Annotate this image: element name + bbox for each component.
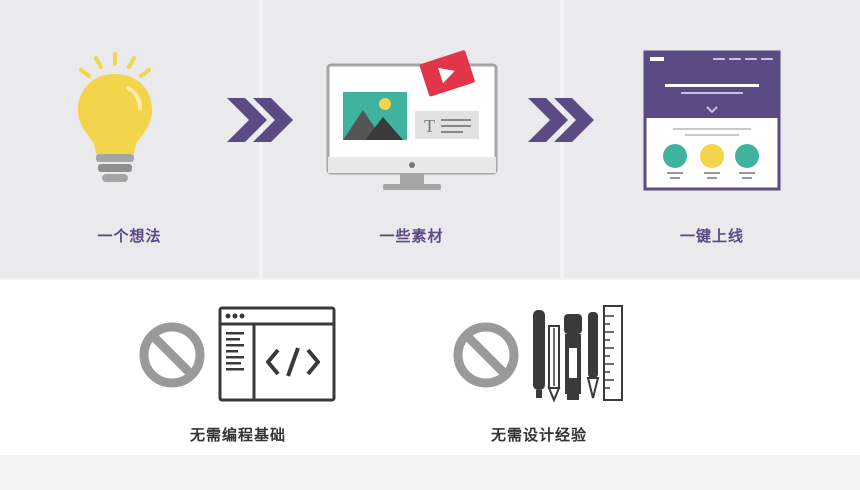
prohibited-icon [453, 322, 519, 388]
step-idea: 一个想法 [0, 0, 259, 278]
step-materials: T 一些素材 [263, 0, 560, 278]
lightbulb-icon [78, 52, 152, 182]
benefit-label-no-design: 无需设计经验 [490, 426, 587, 444]
step-label-launch: 一键上线 [679, 227, 744, 245]
code-window-icon [218, 306, 336, 402]
benefit-label-no-code: 无需编程基础 [189, 426, 286, 444]
website-icon [643, 50, 781, 191]
design-tools-icon [533, 305, 623, 403]
svg-text:T: T [424, 116, 435, 136]
double-chevron-right-icon [227, 98, 293, 142]
step-label-idea: 一个想法 [97, 227, 162, 245]
step-launch: 一键上线 [564, 0, 860, 278]
step-label-materials: 一些素材 [379, 227, 444, 245]
monitor-media-icon: T [326, 50, 498, 190]
prohibited-icon [139, 322, 205, 388]
double-chevron-right-icon [528, 98, 594, 142]
